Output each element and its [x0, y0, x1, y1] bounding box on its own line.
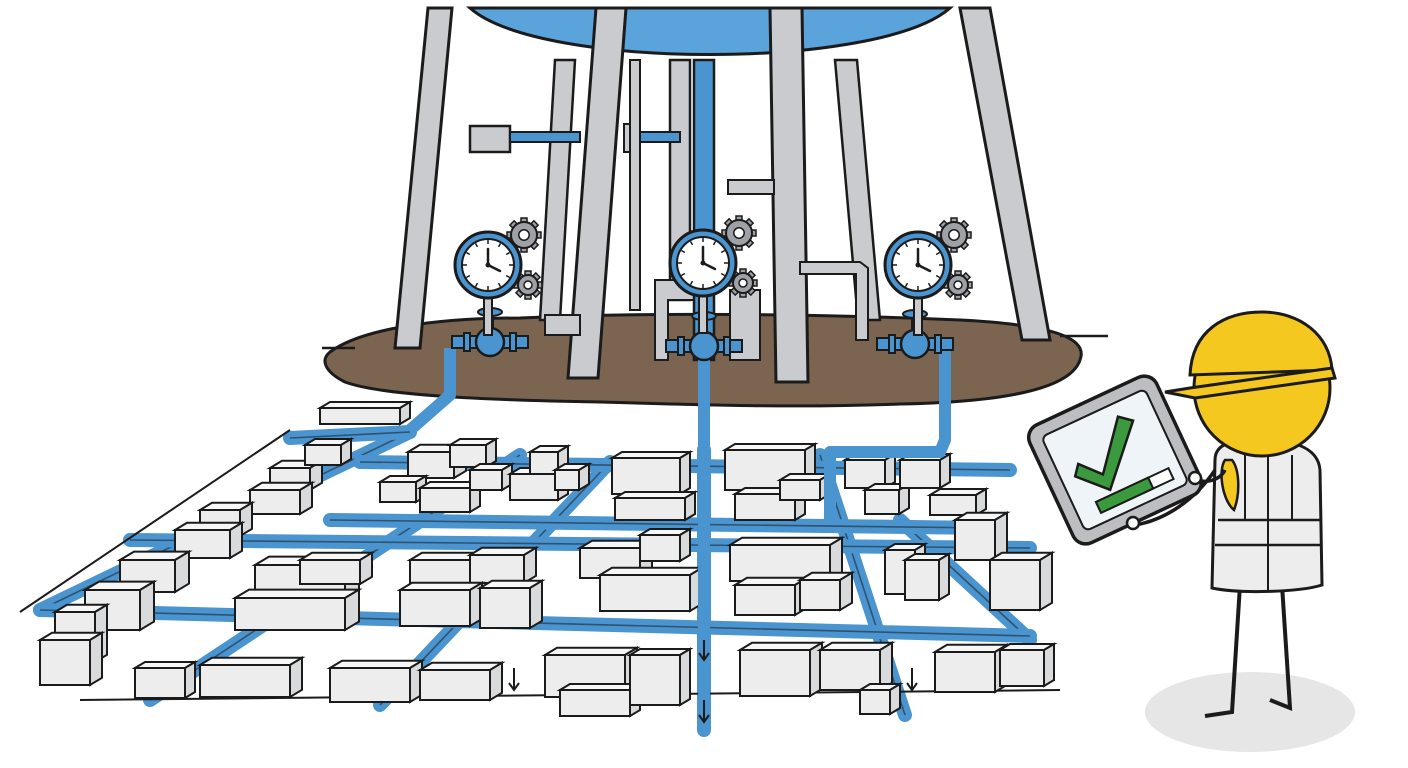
pressure-gauge-icon: [883, 230, 953, 336]
pressure-gauge-icon: [453, 230, 523, 336]
city-block-icon: [731, 576, 811, 617]
water-tower-tank-icon: [466, 6, 954, 56]
city-block-icon: [466, 462, 516, 492]
city-block-icon: [376, 474, 430, 504]
inspector-icon: [1026, 310, 1355, 752]
valve-icon: [876, 309, 954, 360]
city-block-icon: [736, 641, 826, 698]
tablet-icon: [1026, 374, 1204, 546]
gear-icon: [513, 270, 543, 300]
gear-icon: [936, 217, 972, 253]
tower-leg-front-right: [768, 6, 810, 384]
city-block-icon: [476, 579, 546, 630]
city-block-icon: [986, 551, 1056, 612]
hard-hat-icon: [1188, 310, 1334, 377]
city-block-icon: [416, 661, 506, 702]
city-block-icon: [556, 682, 644, 718]
city-block-icon: [301, 437, 355, 467]
city-block-icon: [901, 552, 953, 602]
city-block-icon: [246, 481, 316, 516]
city-block-icon: [776, 472, 834, 502]
city-block-icon: [296, 551, 376, 586]
city-block-icon: [861, 482, 913, 516]
flow-arrow-icon: [906, 668, 918, 692]
city-block-icon: [596, 566, 706, 613]
city-block-icon: [446, 437, 500, 469]
flow-arrow-icon: [508, 668, 520, 692]
city-block-icon: [796, 571, 856, 612]
tower-leg-left: [393, 6, 454, 350]
city-block-icon: [896, 452, 954, 490]
city-block-icon: [131, 660, 199, 700]
city-grid: [19, 400, 1061, 737]
inspector-shadow: [1145, 672, 1355, 752]
city-block-icon: [996, 642, 1058, 688]
city-block-icon: [926, 487, 990, 517]
city-block-icon: [726, 536, 846, 583]
pressure-gauges: [453, 215, 973, 336]
water-pipe-icon: [406, 348, 456, 435]
city-block-icon: [196, 656, 306, 699]
city-block-icon: [396, 581, 486, 628]
city-blocks: [36, 400, 1058, 718]
city-block-icon: [816, 641, 896, 692]
city-block-icon: [171, 521, 246, 560]
supply-pipes: [406, 348, 951, 730]
flow-arrow-icon: [698, 700, 710, 724]
city-block-icon: [316, 400, 414, 426]
flow-arrows: [508, 640, 918, 724]
gear-icon: [721, 215, 757, 251]
city-block-icon: [611, 490, 699, 522]
city-block-icon: [841, 452, 899, 490]
city-block-icon: [466, 546, 540, 585]
city-block-icon: [608, 450, 694, 496]
tower-leg-right: [958, 6, 1052, 342]
city-block-icon: [951, 511, 1011, 562]
city-block-icon: [626, 647, 694, 707]
pressure-gauge-icon: [668, 228, 738, 334]
tower-leg-front-left: [566, 6, 628, 380]
city-block-icon: [856, 682, 904, 716]
city-block-icon: [231, 587, 363, 632]
city-block-icon: [326, 659, 426, 704]
checkmark-icon: [1073, 415, 1135, 492]
city-block-icon: [931, 643, 1011, 694]
city-block-icon: [36, 631, 106, 687]
city-block-icon: [636, 527, 694, 563]
flow-arrow-icon: [698, 640, 710, 662]
gear-icon: [943, 270, 973, 300]
water-tower: [393, 6, 1052, 384]
city-block-icon: [551, 462, 593, 492]
